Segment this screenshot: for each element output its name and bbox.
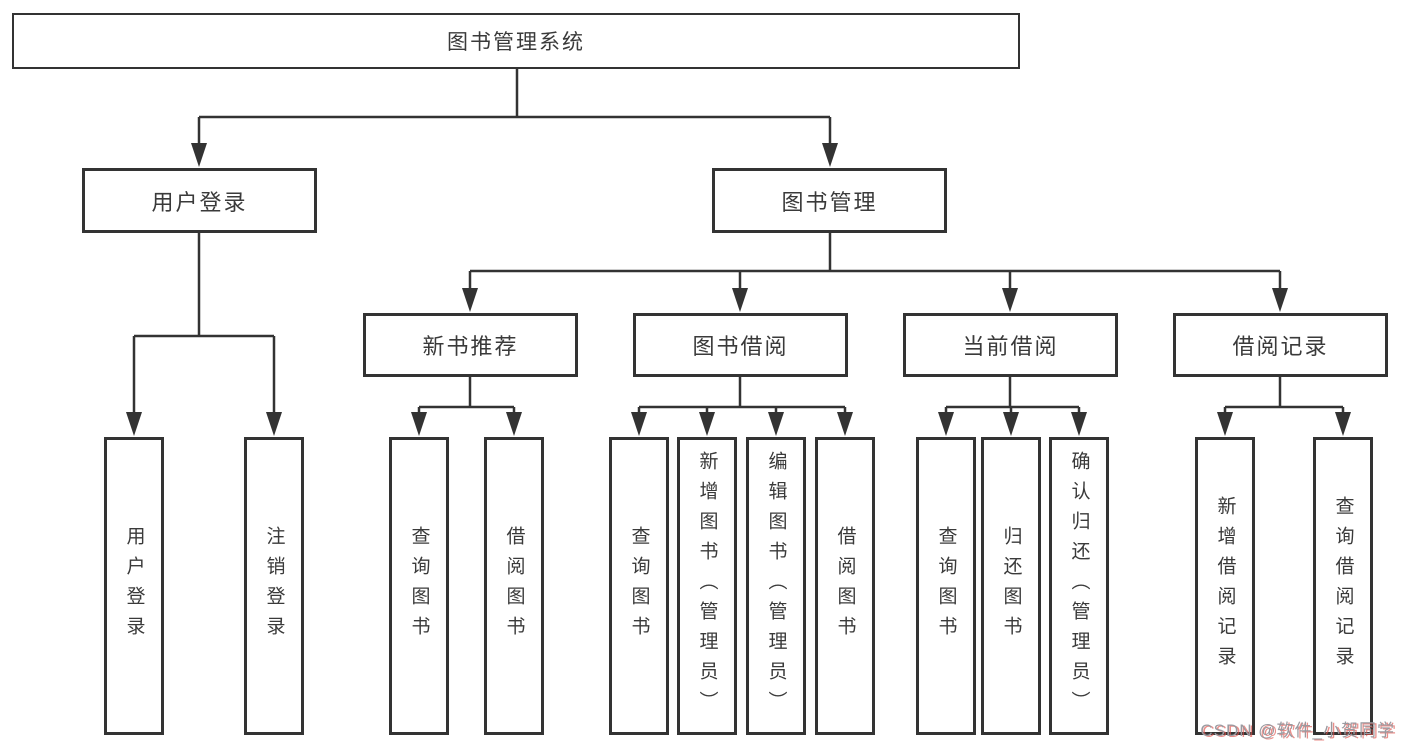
node-book-management: 图书管理 xyxy=(712,168,947,233)
node-book-borrowing: 图书借阅 xyxy=(633,313,848,377)
leaf-query-books-current: 查询图书 xyxy=(916,437,976,735)
leaf-confirm-return-admin: 确认归还（管理员） xyxy=(1049,437,1109,735)
leaf-query-books-borrowing: 查询图书 xyxy=(609,437,669,735)
leaf-query-books-recommend: 查询图书 xyxy=(389,437,449,735)
node-borrow-records: 借阅记录 xyxy=(1173,313,1388,377)
node-current-borrowing: 当前借阅 xyxy=(903,313,1118,377)
leaf-add-borrow-record: 新增借阅记录 xyxy=(1195,437,1255,735)
leaf-return-book: 归还图书 xyxy=(981,437,1041,735)
leaf-add-book-admin: 新增图书（管理员） xyxy=(677,437,737,735)
arrowheads xyxy=(126,143,1351,436)
node-root-system: 图书管理系统 xyxy=(12,13,1020,69)
leaf-user-login: 用户登录 xyxy=(104,437,164,735)
leaf-logout: 注销登录 xyxy=(244,437,304,735)
node-user-login: 用户登录 xyxy=(82,168,317,233)
leaf-query-borrow-record: 查询借阅记录 xyxy=(1313,437,1373,735)
leaf-borrow-books-recommend: 借阅图书 xyxy=(484,437,544,735)
node-new-book-recommend: 新书推荐 xyxy=(363,313,578,377)
csdn-watermark: CSDN @软件_小贺同学 xyxy=(1200,721,1395,740)
leaf-edit-book-admin: 编辑图书（管理员） xyxy=(746,437,806,735)
leaf-borrow-books-borrowing: 借阅图书 xyxy=(815,437,875,735)
